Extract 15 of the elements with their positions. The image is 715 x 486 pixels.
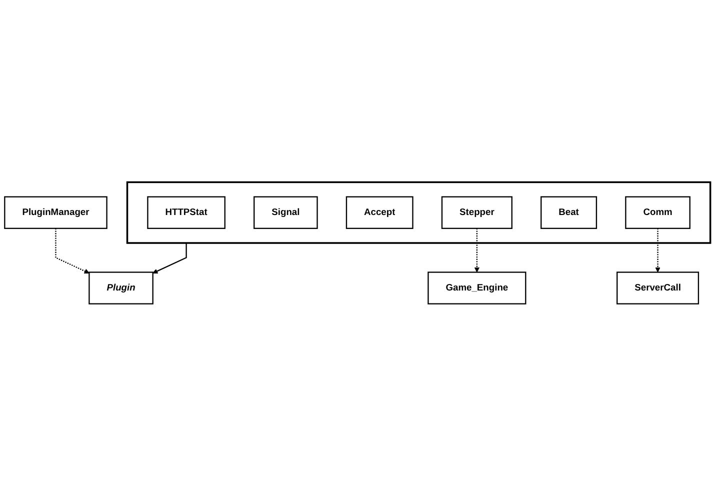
arrow [55, 228, 90, 274]
node-box: HTTPStat [147, 196, 226, 229]
node-box: Stepper [441, 196, 512, 229]
node-box: Signal [254, 196, 318, 229]
node-box: Accept [346, 196, 414, 229]
node-box: Game_Engine [428, 272, 526, 304]
arrow [152, 243, 187, 274]
node-box: Plugin [88, 272, 154, 304]
node-box: ServerCall [616, 272, 700, 304]
arrow [474, 228, 480, 272]
cluster [126, 181, 712, 244]
node-box: Comm [625, 196, 690, 229]
node-box: PluginManager [4, 196, 108, 229]
arrow [655, 228, 660, 272]
node-box: Beat [540, 196, 598, 229]
